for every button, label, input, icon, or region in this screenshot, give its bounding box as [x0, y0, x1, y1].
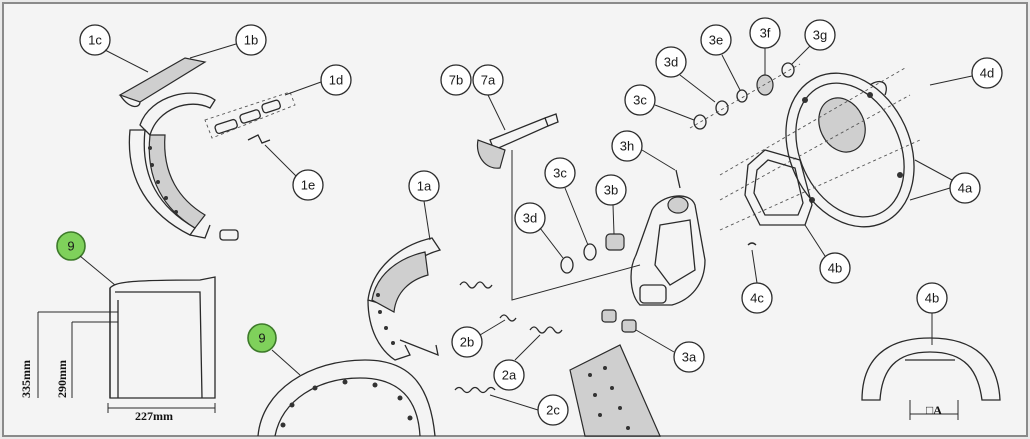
callout-3a: 3a [673, 341, 705, 373]
springs [454, 281, 563, 394]
callout-7b: 7b [440, 64, 472, 96]
camshaft [476, 113, 641, 301]
brake-shoe-upper [118, 57, 296, 241]
svg-text:3d: 3d [523, 211, 537, 226]
callout-9-top: 9 [56, 231, 86, 261]
gasket [744, 149, 813, 226]
callout-4b-detail: 4b [916, 282, 948, 314]
svg-text:1e: 1e [301, 178, 315, 193]
detail-dim-label: □A [926, 403, 942, 417]
callout-4d: 4d [971, 57, 1003, 89]
svg-text:1c: 1c [88, 33, 102, 48]
svg-text:3g: 3g [813, 28, 827, 43]
callout-4b: 4b [819, 252, 851, 284]
svg-text:4b: 4b [828, 261, 842, 276]
spider-bracket [601, 169, 706, 333]
callout-3f: 3f [749, 17, 781, 49]
cam-bushing-set [689, 62, 801, 130]
svg-text:3b: 3b [604, 183, 618, 198]
svg-text:9: 9 [258, 331, 265, 346]
svg-text:4b: 4b [925, 291, 939, 306]
svg-text:3e: 3e [709, 33, 723, 48]
callout-3d-mid: 3d [514, 202, 546, 234]
callout-7a: 7a [472, 64, 504, 96]
svg-text:7a: 7a [481, 73, 496, 88]
callout-1e: 1e [292, 169, 324, 201]
drum-profile [37, 276, 216, 413]
brake-drum [257, 359, 436, 437]
callout-1d: 1d [320, 64, 352, 96]
svg-text:9: 9 [67, 239, 74, 254]
callout-3h: 3h [611, 130, 643, 162]
gasket-detail [861, 337, 1001, 420]
callout-2c: 2c [537, 394, 569, 426]
dim-width: 227mm [135, 409, 173, 423]
callout-2b: 2b [451, 326, 483, 358]
callout-2a: 2a [493, 359, 525, 391]
callout-1a: 1a [408, 170, 440, 202]
svg-text:2b: 2b [460, 335, 474, 350]
svg-text:2a: 2a [502, 368, 517, 383]
brake-shoe-middle [367, 237, 442, 361]
callout-3g: 3g [804, 19, 836, 51]
cam-washers [560, 233, 625, 274]
brake-lining [569, 344, 661, 437]
svg-text:1a: 1a [417, 179, 432, 194]
shoe-pins [204, 91, 296, 139]
svg-text:4c: 4c [750, 291, 764, 306]
callout-4a: 4a [949, 172, 981, 204]
svg-text:3h: 3h [620, 139, 634, 154]
callout-3c-mid: 3c [544, 157, 576, 189]
svg-text:7b: 7b [449, 73, 463, 88]
dim-inner-height: 290mm [55, 360, 69, 398]
callout-4c: 4c [741, 282, 773, 314]
svg-text:3c: 3c [553, 166, 567, 181]
small-clip [747, 242, 757, 246]
callout-1c: 1c [79, 24, 111, 56]
shoe-clip [247, 134, 271, 144]
svg-text:3a: 3a [682, 350, 697, 365]
dim-outer-height: 335mm [19, 360, 33, 398]
svg-text:3c: 3c [633, 93, 647, 108]
callout-9-bottom: 9 [247, 323, 277, 353]
dust-shield [719, 67, 921, 231]
svg-text:4a: 4a [958, 181, 973, 196]
svg-text:1d: 1d [329, 73, 343, 88]
callout-3c-top: 3c [624, 84, 656, 116]
callout-3d-top: 3d [655, 46, 687, 78]
svg-text:3d: 3d [664, 55, 678, 70]
callout-1b: 1b [235, 24, 267, 56]
callout-3e: 3e [700, 24, 732, 56]
svg-text:1b: 1b [244, 33, 258, 48]
svg-text:2c: 2c [546, 403, 560, 418]
callout-3b: 3b [595, 174, 627, 206]
svg-text:4d: 4d [980, 66, 994, 81]
svg-text:3f: 3f [760, 26, 771, 41]
